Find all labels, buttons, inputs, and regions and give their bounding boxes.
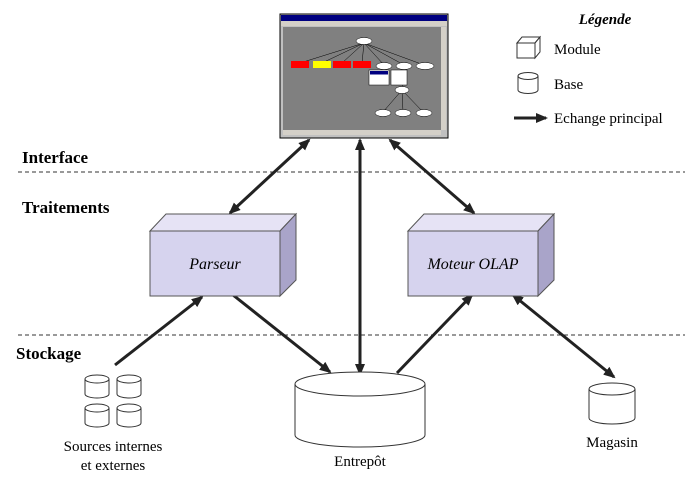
- sources-label-line1: Sources internes: [64, 439, 163, 455]
- module-olap: Moteur OLAP: [406, 212, 556, 298]
- source-base: [116, 374, 142, 399]
- arrow-interface-parseur: [228, 138, 311, 215]
- window-scrollbar: [441, 27, 446, 130]
- module-label-olap: Moteur OLAP: [426, 256, 518, 273]
- entrepot-label: Entrepôt: [334, 454, 386, 470]
- legend-module-label: Module: [554, 42, 601, 58]
- source-base: [84, 374, 110, 399]
- base-magasin: [588, 382, 636, 425]
- module-parseur: Parseur: [148, 212, 298, 298]
- arrow-sources-parseur: [114, 295, 204, 367]
- arrow-entrepot-olap: [395, 293, 474, 375]
- source-base: [84, 403, 110, 428]
- legend-module-icon: [515, 35, 542, 60]
- sources-bases: [84, 374, 142, 428]
- tree-node: [415, 109, 433, 117]
- base-entrepot: [294, 371, 426, 448]
- tree-node: [333, 61, 351, 68]
- legend-echange-label: Echange principal: [554, 111, 663, 127]
- tree-node: [394, 109, 412, 117]
- source-base: [116, 403, 142, 428]
- tree-node: [374, 109, 392, 117]
- interface-screenshot: [279, 13, 449, 139]
- tree-node: [415, 62, 435, 70]
- tree-node: [375, 62, 393, 70]
- legend-title: Légende: [578, 12, 632, 28]
- tree-node: [353, 61, 371, 68]
- tree-node: [291, 61, 309, 68]
- arrow-interface-olap: [388, 138, 476, 215]
- legend-base-label: Base: [554, 77, 584, 93]
- window-titlebar: [281, 15, 447, 21]
- layer-label-interface: Interface: [22, 148, 89, 167]
- window-menubar: [281, 21, 447, 26]
- tree-root-node: [355, 37, 373, 45]
- arrow-parseur-entrepot: [232, 293, 332, 374]
- module-label-parseur: Parseur: [188, 256, 241, 273]
- layer-label-traitements: Traitements: [22, 198, 110, 217]
- tree-node: [394, 86, 410, 94]
- sources-label-line2: et externes: [81, 458, 146, 474]
- layer-label-stockage: Stockage: [16, 344, 82, 363]
- tree-node: [395, 62, 413, 70]
- legend: Légende Module Base Echange principal: [514, 12, 663, 127]
- magasin-label: Magasin: [586, 435, 638, 451]
- tree-node: [313, 61, 331, 68]
- context-submenu: [390, 69, 408, 86]
- arrow-olap-magasin: [511, 293, 616, 379]
- legend-base-icon: [517, 72, 539, 94]
